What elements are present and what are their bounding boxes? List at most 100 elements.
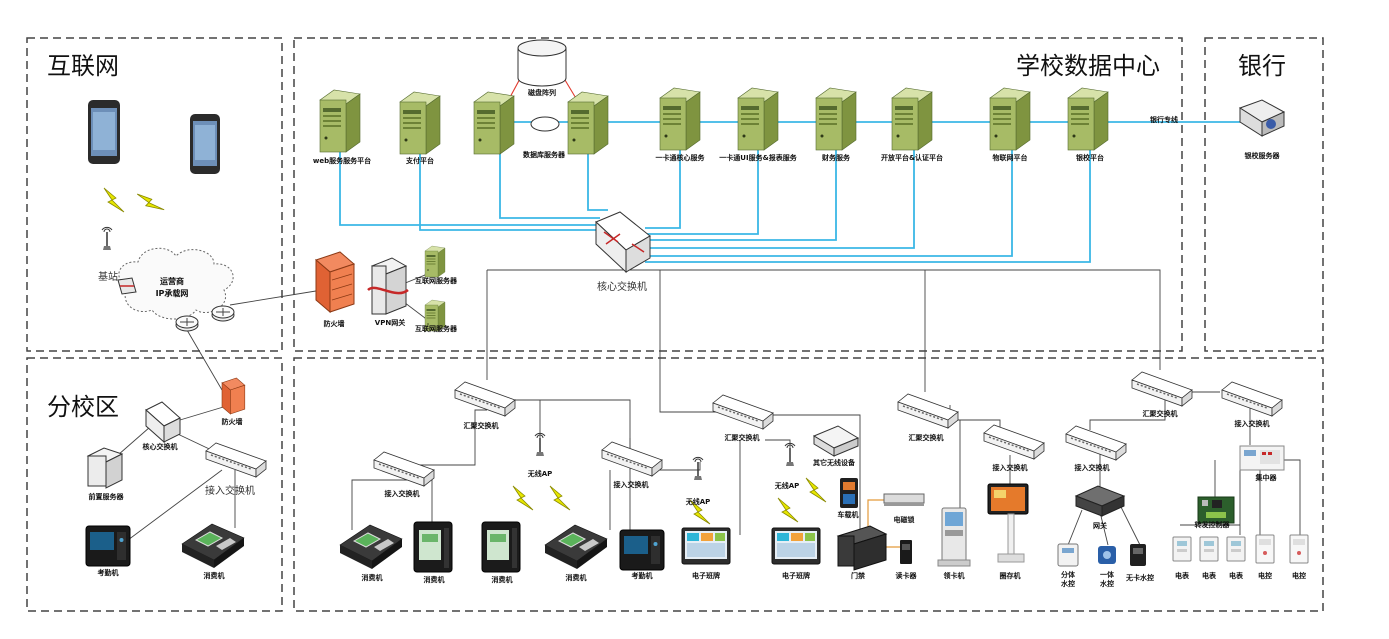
server-bank-icon	[1067, 87, 1109, 151]
meter-label: 电控	[1258, 572, 1272, 580]
meter-icon-3	[1226, 536, 1246, 562]
kiosk-label: 圈存机	[999, 572, 1021, 580]
cloud-icon	[118, 247, 234, 320]
class-board-icon-1	[681, 527, 731, 565]
agg-switch-label: 汇聚交换机	[1142, 410, 1178, 418]
front-server-label: 互联网服务器	[415, 277, 457, 285]
cardless-water-meter-icon	[1130, 544, 1146, 566]
access-switch-label: 接入交换机	[1234, 420, 1270, 428]
branch-access-switch-label: 接入交换机	[205, 486, 255, 497]
other-wireless-label: 其它无线设备	[813, 459, 855, 467]
branch-region-title: 分校区	[47, 393, 119, 421]
internet-icons	[88, 100, 446, 332]
water-integrated-label-1: 一体	[1100, 571, 1114, 579]
access-switch-label: 接入交换机	[384, 490, 420, 498]
agg-switch-icon-3	[897, 393, 959, 429]
datacenter-region-title: 学校数据中心	[1016, 52, 1160, 80]
branch-attendance-icon	[85, 525, 131, 567]
terminal-label: 消费机	[565, 574, 587, 582]
meter-label: 电表	[1229, 572, 1243, 580]
datacenter-icons	[319, 39, 1286, 274]
server-db-icon-2	[567, 91, 609, 155]
collector-label: 集中器	[1255, 474, 1277, 482]
split-water-meter-icon	[1057, 543, 1079, 567]
wap-label: 无线AP	[774, 482, 800, 490]
bank-server-label: 银校服务器	[1244, 152, 1280, 160]
front-server-label: 互联网服务器	[415, 325, 457, 333]
access-switch-icon-3	[983, 424, 1045, 460]
pos-terminal-icon-2	[413, 521, 453, 573]
server-ui-icon	[737, 87, 779, 151]
magnetic-lock-icon	[883, 493, 925, 506]
integrated-water-meter-icon	[1098, 546, 1116, 564]
cloud-label-2: IP承载网	[155, 289, 189, 298]
server-finance-icon	[815, 87, 857, 151]
power-control-icon-1	[1255, 534, 1275, 564]
wap-label: 无线AP	[685, 498, 711, 506]
pos-terminal-icon-3	[481, 521, 521, 573]
water-integrated-label-2: 水控	[1100, 580, 1114, 588]
agg-switch-icon-1	[454, 381, 516, 417]
pos-icon-1	[339, 524, 403, 570]
access-switch-label: 接入交换机	[1074, 464, 1110, 472]
meter-label: 电表	[1175, 572, 1189, 580]
db-heartbeat-icon	[530, 116, 560, 132]
server-label: 数据库服务器	[523, 151, 565, 159]
class-board-icon-2	[771, 527, 821, 565]
wap-label: 无线AP	[527, 470, 553, 478]
meter-label: 电控	[1292, 572, 1306, 580]
server-open-icon	[891, 87, 933, 151]
branch-attendance-label: 考勤机	[97, 569, 119, 577]
other-wireless-icon	[812, 425, 860, 457]
agg-switch-label: 汇聚交换机	[724, 434, 760, 442]
campus-frame	[293, 357, 1324, 612]
bank-server-icon	[1238, 99, 1286, 137]
wireless-bolts	[103, 186, 827, 525]
bank-region-title: 银行	[1238, 52, 1286, 80]
server-label: web服务服务平台	[312, 157, 372, 165]
router-icon-1	[117, 277, 137, 295]
smartphone-icon-2	[190, 114, 220, 174]
bank-frame	[1204, 37, 1324, 352]
branch-frame	[26, 357, 283, 612]
gateway-icon	[1074, 485, 1126, 517]
server-pay-icon	[399, 91, 441, 155]
card-issuer-icon	[937, 507, 971, 567]
router-icon-3	[211, 305, 235, 322]
branch-firewall-label: 防火墙	[221, 418, 243, 426]
branch-core-switch-label: 核心交换机	[142, 443, 178, 451]
reader-label: 读卡器	[895, 572, 917, 580]
vpn-gateway-icon	[367, 257, 409, 315]
lock-label: 电磁锁	[893, 516, 915, 524]
kiosk-icon	[987, 483, 1029, 563]
internet-frame	[26, 37, 283, 352]
campus-icons	[339, 371, 1309, 573]
branch-pos-label: 消费机	[203, 572, 225, 580]
terminal-label: 消费机	[491, 576, 513, 584]
front-server-icon-1	[424, 245, 446, 278]
relay-controller-icon	[1197, 496, 1235, 524]
base-station-label: 基站	[98, 272, 118, 283]
branch-access-switch-icon	[205, 442, 267, 478]
agg-switch-label: 汇聚交换机	[463, 422, 499, 430]
server-label: 开放平台&认证平台	[880, 154, 944, 162]
card-reader-icon	[900, 540, 912, 564]
agg-switch-icon-4	[1131, 371, 1193, 407]
disk-array-label: 磁盘阵列	[528, 89, 556, 97]
terminal-label: 电子班牌	[782, 572, 810, 580]
disk-array-icon	[517, 39, 567, 87]
branch-pos-icon	[181, 523, 245, 569]
branch-firewall-icon	[221, 377, 246, 415]
access-switch-icon-1	[373, 451, 435, 487]
blue-links	[339, 120, 1240, 263]
access-switch-icon-2	[601, 441, 663, 477]
branch-front-server-label: 前置服务器	[88, 493, 124, 501]
terminal-label: 电子班牌	[692, 572, 720, 580]
core-switch-icon	[595, 211, 651, 274]
internet-region-title: 互联网	[47, 52, 119, 80]
server-web-icon	[319, 89, 361, 153]
meter-label: 电表	[1202, 572, 1216, 580]
access-switch-label: 接入交换机	[613, 481, 649, 489]
server-label: 一卡通核心服务	[655, 154, 705, 162]
